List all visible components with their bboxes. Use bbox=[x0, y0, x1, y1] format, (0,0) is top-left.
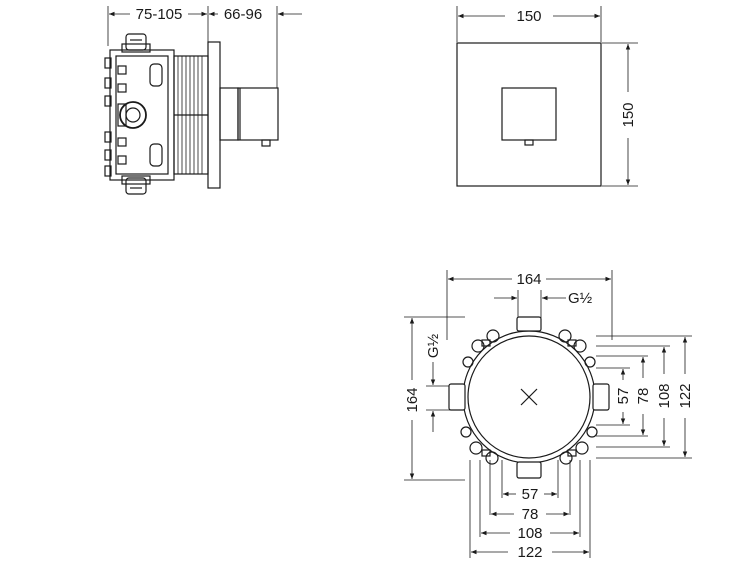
dim-left-height-label: 164 bbox=[404, 387, 421, 412]
right-port bbox=[592, 383, 610, 411]
dim-thread-left-label: G½ bbox=[425, 333, 442, 358]
handle-side bbox=[219, 87, 279, 147]
dim-bottom-122-label: 122 bbox=[517, 544, 542, 561]
bottom-connector bbox=[121, 175, 151, 195]
bottom-port bbox=[516, 461, 542, 479]
top-port bbox=[516, 316, 542, 332]
mounting-tabs bbox=[104, 57, 112, 177]
dim-width-label: 150 bbox=[516, 8, 541, 25]
top-connector bbox=[121, 33, 151, 53]
dim-height-label: 150 bbox=[620, 102, 637, 127]
side-view: 75-105 66-96 bbox=[104, 6, 302, 195]
dim-right-78-label: 78 bbox=[635, 388, 652, 405]
dim-projection-label: 66-96 bbox=[224, 6, 262, 23]
side-inlet-fitting bbox=[117, 101, 147, 129]
handle-front bbox=[501, 87, 557, 141]
dim-depth-label: 75-105 bbox=[136, 6, 183, 23]
dim-bottom-57-label: 57 bbox=[522, 486, 539, 503]
rear-view: 164 G½ 164 G½ 57 78 1 bbox=[404, 270, 694, 561]
dim-thread-top-label: G½ bbox=[568, 290, 593, 307]
plaster-guard bbox=[173, 55, 209, 175]
cover-plate-edge bbox=[207, 41, 221, 189]
dim-bottom-78-label: 78 bbox=[522, 506, 539, 523]
dim-top-width-label: 164 bbox=[516, 271, 541, 288]
left-port bbox=[448, 383, 466, 411]
dim-bottom-108-label: 108 bbox=[517, 525, 542, 542]
dim-right-57-label: 57 bbox=[615, 388, 632, 405]
cover-plate bbox=[456, 42, 602, 187]
front-view: 150 150 bbox=[456, 6, 638, 187]
dim-right-108-label: 108 bbox=[656, 383, 673, 408]
dim-right-122-label: 122 bbox=[677, 383, 694, 408]
